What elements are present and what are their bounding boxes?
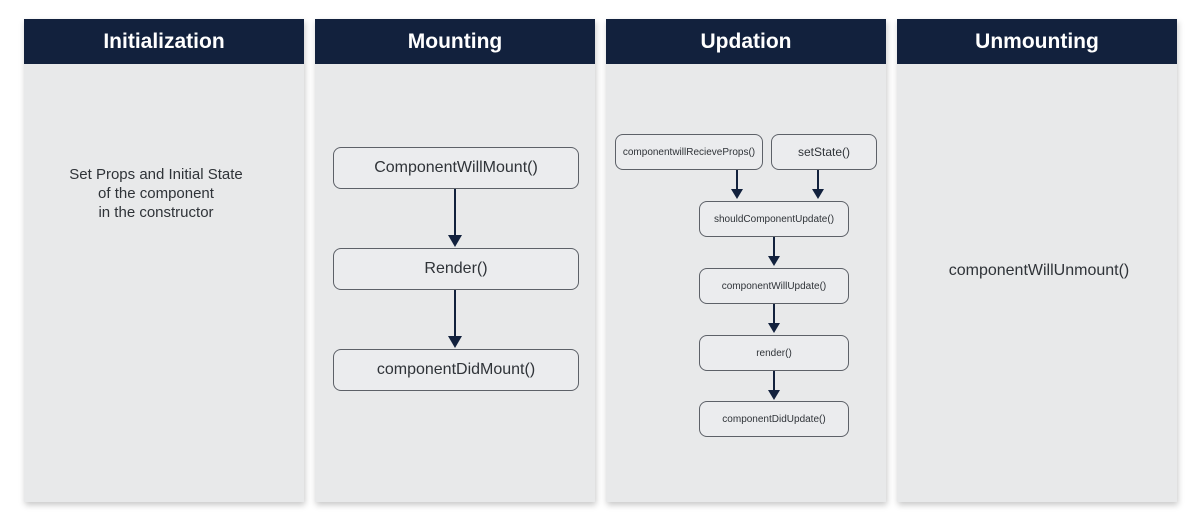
updation-arrow-1-line [773, 237, 775, 257]
initialization-line-3: in the constructor [98, 204, 214, 221]
initialization-line-1: Set Props and Initial State [69, 166, 243, 183]
render-update-box: render() [699, 335, 849, 371]
component-will-unmount-text: componentWillUnmount() [948, 262, 1130, 279]
unmounting-panel: Unmounting componentWillUnmount() [897, 19, 1177, 502]
updation-arrow-2-head [768, 323, 780, 333]
component-will-update-box: componentWillUpdate() [699, 268, 849, 304]
updation-arrow-3-line [773, 371, 775, 391]
setstate-arrow-line [817, 170, 819, 190]
updation-arrow-3-head [768, 390, 780, 400]
unmounting-header: Unmounting [897, 19, 1177, 64]
component-did-mount-box: componentDidMount() [333, 349, 579, 391]
updation-arrow-1-head [768, 256, 780, 266]
props-arrow-head [731, 189, 743, 199]
updation-header: Updation [606, 19, 886, 64]
component-did-update-box: componentDidUpdate() [699, 401, 849, 437]
mounting-arrow-1-line [454, 189, 456, 236]
mounting-arrow-2-line [454, 290, 456, 337]
component-will-receive-props-box: componentwillRecieveProps() [615, 134, 763, 170]
initialization-header: Initialization [24, 19, 304, 64]
component-will-mount-box: ComponentWillMount() [333, 147, 579, 189]
setstate-arrow-head [812, 189, 824, 199]
initialization-description: Set Props and Initial State of the compo… [24, 165, 288, 222]
mounting-header: Mounting [315, 19, 595, 64]
mounting-panel: Mounting ComponentWillMount() Render() c… [315, 19, 595, 502]
should-component-update-box: shouldComponentUpdate() [699, 201, 849, 237]
updation-arrow-2-line [773, 304, 775, 324]
initialization-panel: Initialization Set Props and Initial Sta… [24, 19, 304, 502]
set-state-box: setState() [771, 134, 877, 170]
updation-panel: Updation componentwillRecieveProps() set… [606, 19, 886, 502]
mounting-arrow-2-head [448, 336, 462, 348]
render-box: Render() [333, 248, 579, 290]
initialization-line-2: of the component [98, 185, 214, 202]
mounting-arrow-1-head [448, 235, 462, 247]
props-arrow-line [736, 170, 738, 190]
